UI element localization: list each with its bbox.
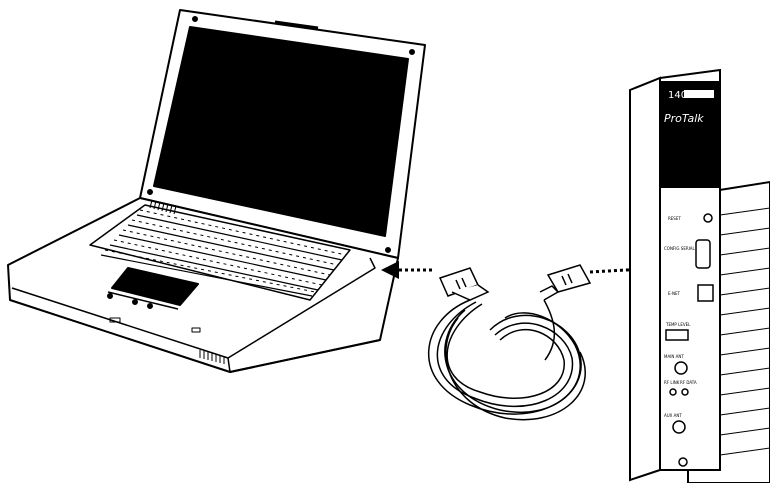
- protalk-module: [630, 70, 770, 483]
- serial-cable: [429, 265, 590, 420]
- level-meter: [666, 330, 688, 340]
- main-antenna-connector: [675, 362, 687, 374]
- ethernet-port: [698, 285, 713, 301]
- reset-button: [704, 214, 712, 222]
- module-brand: ProTalk: [664, 112, 704, 125]
- label-config: CONFIG SERIAL: [664, 246, 696, 251]
- laptop: [8, 10, 425, 372]
- label-aux-ant: AUX ANT: [664, 413, 682, 418]
- label-reset: RESET: [668, 216, 681, 221]
- label-sense: TEMP LEVEL: [665, 322, 691, 327]
- module-model-bar: [684, 90, 714, 98]
- db9-connector-right: [540, 265, 590, 300]
- db9-connector-left: [440, 268, 488, 300]
- label-rf-led1: RF LINK: [664, 380, 680, 385]
- aux-antenna-connector: [673, 421, 685, 433]
- rf-led-2: [682, 389, 688, 395]
- serial-port: [696, 240, 710, 268]
- label-enet: E-NET: [668, 291, 680, 296]
- rf-led-1: [670, 389, 676, 395]
- label-rf-led2: RF DATA: [680, 380, 697, 385]
- label-main-ant: MAIN ANT: [664, 354, 684, 359]
